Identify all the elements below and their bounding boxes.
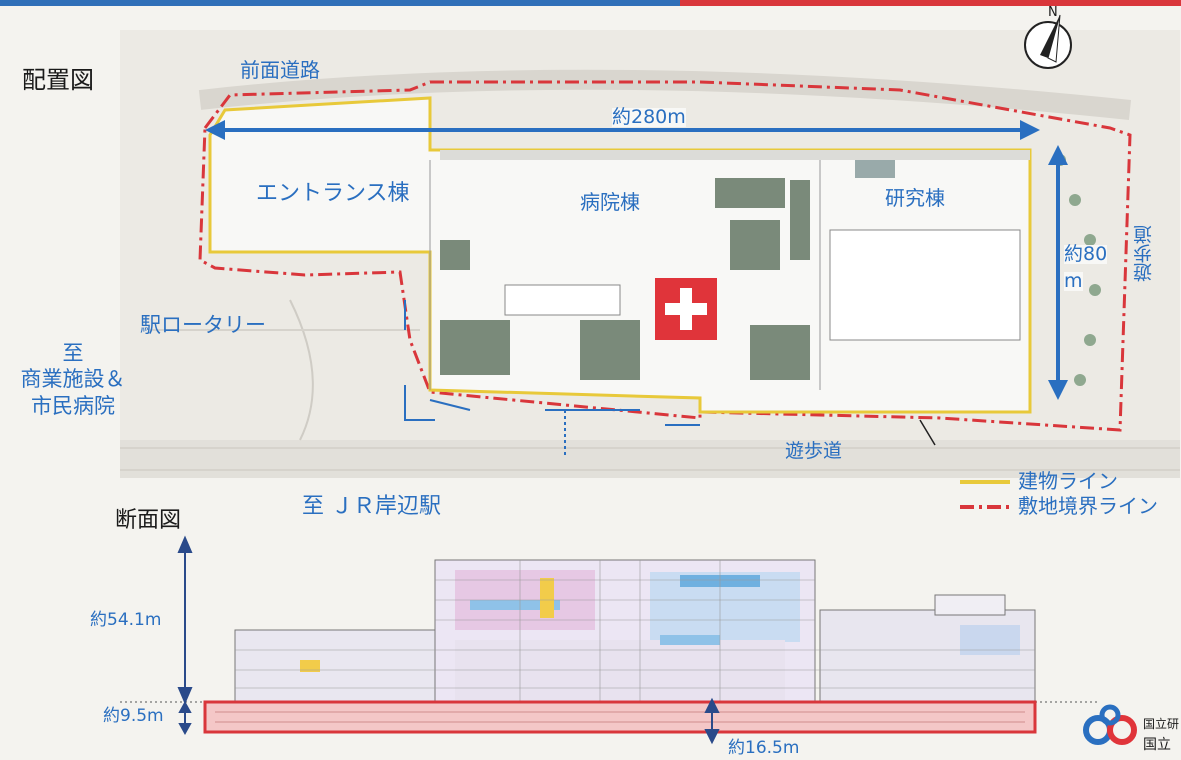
- section-title: 断面図: [115, 508, 182, 533]
- access-arrows: [404, 300, 700, 455]
- courtyard: [580, 320, 640, 380]
- site-boundary-line: [198, 80, 1132, 432]
- direction-label: 至 商業施設＆ 市民病院: [10, 340, 136, 419]
- top-bar-red: [680, 0, 1181, 6]
- entrance-building-label: エントランス棟: [256, 181, 410, 206]
- section-depth-label: 約16.5m: [728, 738, 800, 758]
- research-core: [829, 229, 1021, 341]
- institute-logo-icon: [1083, 704, 1137, 745]
- railway-strip: [120, 440, 1180, 478]
- top-bar-blue: [0, 0, 680, 6]
- promenade-bottom-label: 遊歩道: [785, 440, 843, 462]
- jr-station-label: 至 ＪＲ岸辺駅: [302, 494, 441, 519]
- plan-title: 配置図: [22, 66, 94, 94]
- courtyard: [790, 180, 810, 260]
- pointer-arrow: [919, 419, 936, 446]
- station-rotary-label: 駅ロータリー: [140, 313, 266, 337]
- direction-line-3: 市民病院: [31, 393, 115, 418]
- width-dimension-label: 約80: [1064, 243, 1108, 265]
- section-height-label: 約54.1m: [90, 610, 162, 630]
- length-dimension-label: 約280m: [612, 106, 686, 128]
- hospital-building-label: 病院棟: [580, 190, 640, 214]
- legend-building-label: 建物ライン: [1018, 469, 1118, 493]
- courtyard: [715, 178, 785, 208]
- promenade-right-label: 遊歩道: [1133, 225, 1155, 282]
- hospital-core: [504, 284, 621, 316]
- front-road: [198, 69, 1132, 120]
- base-dimension-arrow: [178, 700, 192, 736]
- research-block: [855, 160, 895, 178]
- width-dimension-unit: m: [1064, 270, 1083, 292]
- research-building-label: 研究棟: [885, 186, 945, 210]
- front-road-label: 前面道路: [240, 58, 320, 82]
- width-dimension-arrow: [1048, 145, 1068, 400]
- section-base-label: 約9.5m: [103, 706, 164, 726]
- length-dimension-arrow: [205, 120, 1040, 140]
- courtyard: [750, 325, 810, 380]
- north-compass-icon: [1024, 14, 1072, 69]
- compass-north-letter: N: [1048, 5, 1058, 20]
- courtyard: [440, 240, 470, 270]
- corridor: [440, 150, 1030, 160]
- depth-dimension-arrow: [704, 697, 720, 745]
- legend-boundary-label: 敷地境界ライン: [1018, 494, 1158, 518]
- section-drawing: [120, 559, 1100, 734]
- logo-text-line2: 国立: [1143, 737, 1171, 753]
- direction-line-2: 商業施設＆: [20, 367, 126, 392]
- height-dimension-arrow: [177, 535, 193, 705]
- building-line: [208, 96, 1032, 414]
- courtyard: [730, 220, 780, 270]
- courtyard: [440, 320, 510, 375]
- logo-text-line1: 国立研: [1143, 717, 1180, 731]
- direction-line-1: 至: [62, 341, 84, 365]
